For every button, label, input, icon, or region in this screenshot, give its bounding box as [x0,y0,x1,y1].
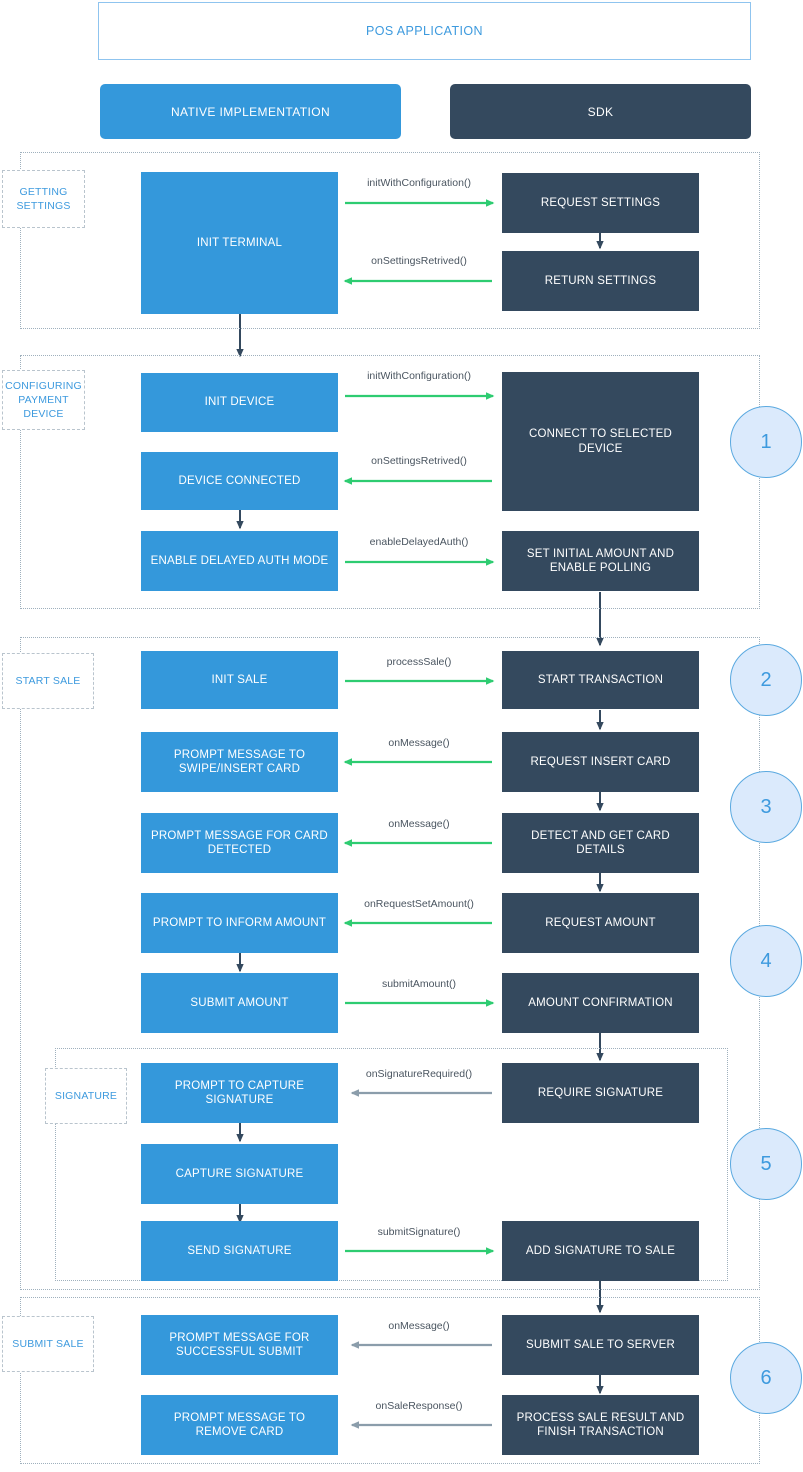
lane-native-implementation: NATIVE IMPLEMENTATION [100,84,401,139]
arrow-label-on-settings-retrived-1: onSettingsRetrived() [371,255,467,267]
box-prompt-to-inform-amount[interactable]: PROMPT TO INFORM AMOUNT [141,893,338,953]
arrow-label-on-request-set-amount: onRequestSetAmount() [364,898,474,910]
box-process-sale-result-and-finish-transaction[interactable]: PROCESS SALE RESULT AND FINISH TRANSACTI… [502,1395,699,1455]
box-send-signature[interactable]: SEND SIGNATURE [141,1221,338,1281]
step-marker-6: 6 [730,1342,802,1414]
step-marker-4: 4 [730,925,802,997]
section-label-configuring-payment-device: CONFIGURING PAYMENT DEVICE [2,370,85,430]
step-marker-2: 2 [730,644,802,716]
box-set-initial-amount-and-enable-polling[interactable]: SET INITIAL AMOUNT AND ENABLE POLLING [502,531,699,591]
box-init-device[interactable]: INIT DEVICE [141,373,338,432]
box-detect-and-get-card-details[interactable]: DETECT AND GET CARD DETAILS [502,813,699,873]
box-require-signature[interactable]: REQUIRE SIGNATURE [502,1063,699,1123]
section-label-start-sale: START SALE [2,653,94,709]
arrow-label-on-settings-retrived-2: onSettingsRetrived() [371,455,467,467]
box-request-settings[interactable]: REQUEST SETTINGS [502,173,699,233]
arrow-label-on-message-3: onMessage() [388,1320,450,1332]
arrow-label-submit-amount: submitAmount() [381,978,457,990]
box-start-transaction[interactable]: START TRANSACTION [502,651,699,709]
box-capture-signature[interactable]: CAPTURE SIGNATURE [141,1144,338,1204]
box-prompt-remove-card[interactable]: PROMPT MESSAGE TO REMOVE CARD [141,1395,338,1455]
box-prompt-successful-submit[interactable]: PROMPT MESSAGE FOR SUCCESSFUL SUBMIT [141,1315,338,1375]
arrow-label-on-signature-required: onSignatureRequired() [365,1068,473,1080]
arrow-label-init-with-configuration-2: initWithConfiguration() [367,370,471,382]
arrow-label-submit-signature: submitSignature() [377,1226,461,1238]
box-init-sale[interactable]: INIT SALE [141,651,338,709]
box-request-amount[interactable]: REQUEST AMOUNT [502,893,699,953]
arrow-label-on-message-1: onMessage() [388,737,450,749]
arrow-label-on-message-2: onMessage() [388,818,450,830]
box-prompt-card-detected[interactable]: PROMPT MESSAGE FOR CARD DETECTED [141,813,338,873]
arrow-label-on-sale-response: onSaleResponse() [375,1400,463,1412]
box-return-settings[interactable]: RETURN SETTINGS [502,251,699,311]
step-marker-3: 3 [730,771,802,843]
box-prompt-to-capture-signature[interactable]: PROMPT TO CAPTURE SIGNATURE [141,1063,338,1123]
box-add-signature-to-sale[interactable]: ADD SIGNATURE TO SALE [502,1221,699,1281]
box-prompt-swipe-insert-card[interactable]: PROMPT MESSAGE TO SWIPE/INSERT CARD [141,732,338,792]
pos-application-title: POS APPLICATION [98,2,751,60]
arrow-label-init-with-configuration-1: initWithConfiguration() [367,177,471,189]
box-request-insert-card[interactable]: REQUEST INSERT CARD [502,732,699,792]
subsection-signature [55,1048,728,1281]
section-label-getting-settings: GETTING SETTINGS [2,170,85,228]
section-configuring-payment-device [20,355,760,609]
arrow-label-enable-delayed-auth: enableDelayedAuth() [369,536,469,548]
box-device-connected[interactable]: DEVICE CONNECTED [141,452,338,510]
section-label-signature: SIGNATURE [45,1068,127,1124]
step-marker-5: 5 [730,1128,802,1200]
box-submit-sale-to-server[interactable]: SUBMIT SALE TO SERVER [502,1315,699,1375]
box-submit-amount[interactable]: SUBMIT AMOUNT [141,973,338,1033]
section-label-submit-sale: SUBMIT SALE [2,1316,94,1372]
box-amount-confirmation[interactable]: AMOUNT CONFIRMATION [502,973,699,1033]
lane-sdk: SDK [450,84,751,139]
arrow-label-process-sale: processSale() [386,656,452,668]
box-enable-delayed-auth-mode[interactable]: ENABLE DELAYED AUTH MODE [141,531,338,591]
section-getting-settings [20,152,760,329]
step-marker-1: 1 [730,406,802,478]
box-connect-to-selected-device[interactable]: CONNECT TO SELECTED DEVICE [502,372,699,511]
box-init-terminal[interactable]: INIT TERMINAL [141,172,338,314]
